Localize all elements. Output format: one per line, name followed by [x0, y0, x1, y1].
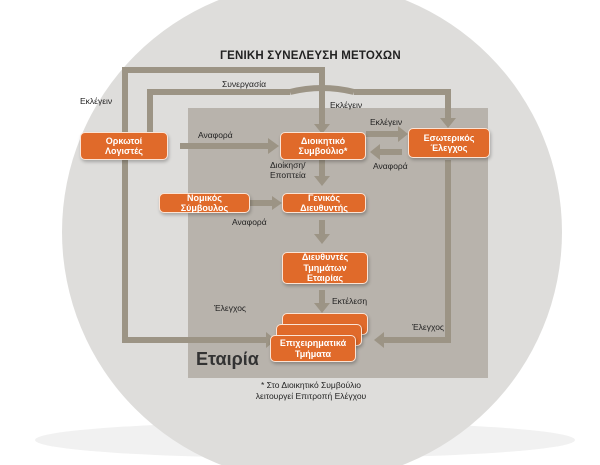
cooperation-hump — [289, 85, 355, 95]
execution-label: Εκτέλεση — [332, 296, 368, 306]
arrowhead-board-left — [268, 138, 279, 154]
control-label-right: Έλεγχος — [412, 322, 445, 332]
report-label-internal: Αναφορά — [373, 161, 408, 171]
arrowhead-units-right — [374, 332, 384, 348]
elect-arrow-board-outer — [122, 67, 325, 132]
arrowhead-directors — [314, 234, 330, 244]
internal-audit-box: Εσωτερικός Έλεγχος — [408, 128, 490, 158]
cooperation-label: Συνεργασία — [222, 79, 266, 89]
elect-arrow-internal — [354, 89, 451, 118]
general-manager-box: Γενικός Διευθυντής — [282, 193, 366, 213]
elect-label-left: Εκλέγειν — [80, 96, 113, 106]
department-directors-box: Διευθυντές Τμημάτων Εταιρίας — [282, 252, 368, 284]
business-units-box: Επιχειρηματικά Τμήματα — [270, 335, 356, 362]
control-arrow-right — [384, 160, 451, 343]
elect-label-top: Εκλέγειν — [330, 100, 363, 110]
arrowhead-board-right — [370, 144, 380, 160]
management-label: Διοίκηση/ Εποπτεία — [270, 160, 306, 181]
arrowhead-gm-left — [272, 196, 282, 210]
auditors-box: Ορκωτοί Λογιστές — [80, 132, 168, 160]
control-label-left: Έλεγχος — [214, 303, 247, 313]
report-label-auditors: Αναφορά — [198, 130, 233, 140]
board-box: Διοικητικό Συμβούλιο* — [280, 132, 366, 160]
footnote: * Στο Διοικητικό Συμβούλιο λειτουργεί Επ… — [255, 380, 367, 402]
general-assembly-title: ΓΕΝΙΚΗ ΣΥΝΕΛΕΥΣΗ ΜΕΤΟΧΩΝ — [220, 50, 401, 62]
control-arrow-left — [122, 160, 266, 343]
report-label-legal: Αναφορά — [232, 217, 267, 227]
legal-advisor-box: Νομικός Σύμβουλος — [159, 193, 250, 213]
arrowhead-board-top — [314, 124, 330, 134]
company-label: Εταιρία — [196, 349, 259, 369]
arrowhead-internal-left — [398, 126, 408, 142]
arrowhead-units — [314, 303, 330, 313]
arrowhead-gm — [314, 176, 330, 186]
cooperation-line-left — [147, 89, 290, 132]
arrowhead-internal-top — [440, 118, 456, 128]
elect-label-right: Εκλέγειν — [370, 117, 403, 127]
